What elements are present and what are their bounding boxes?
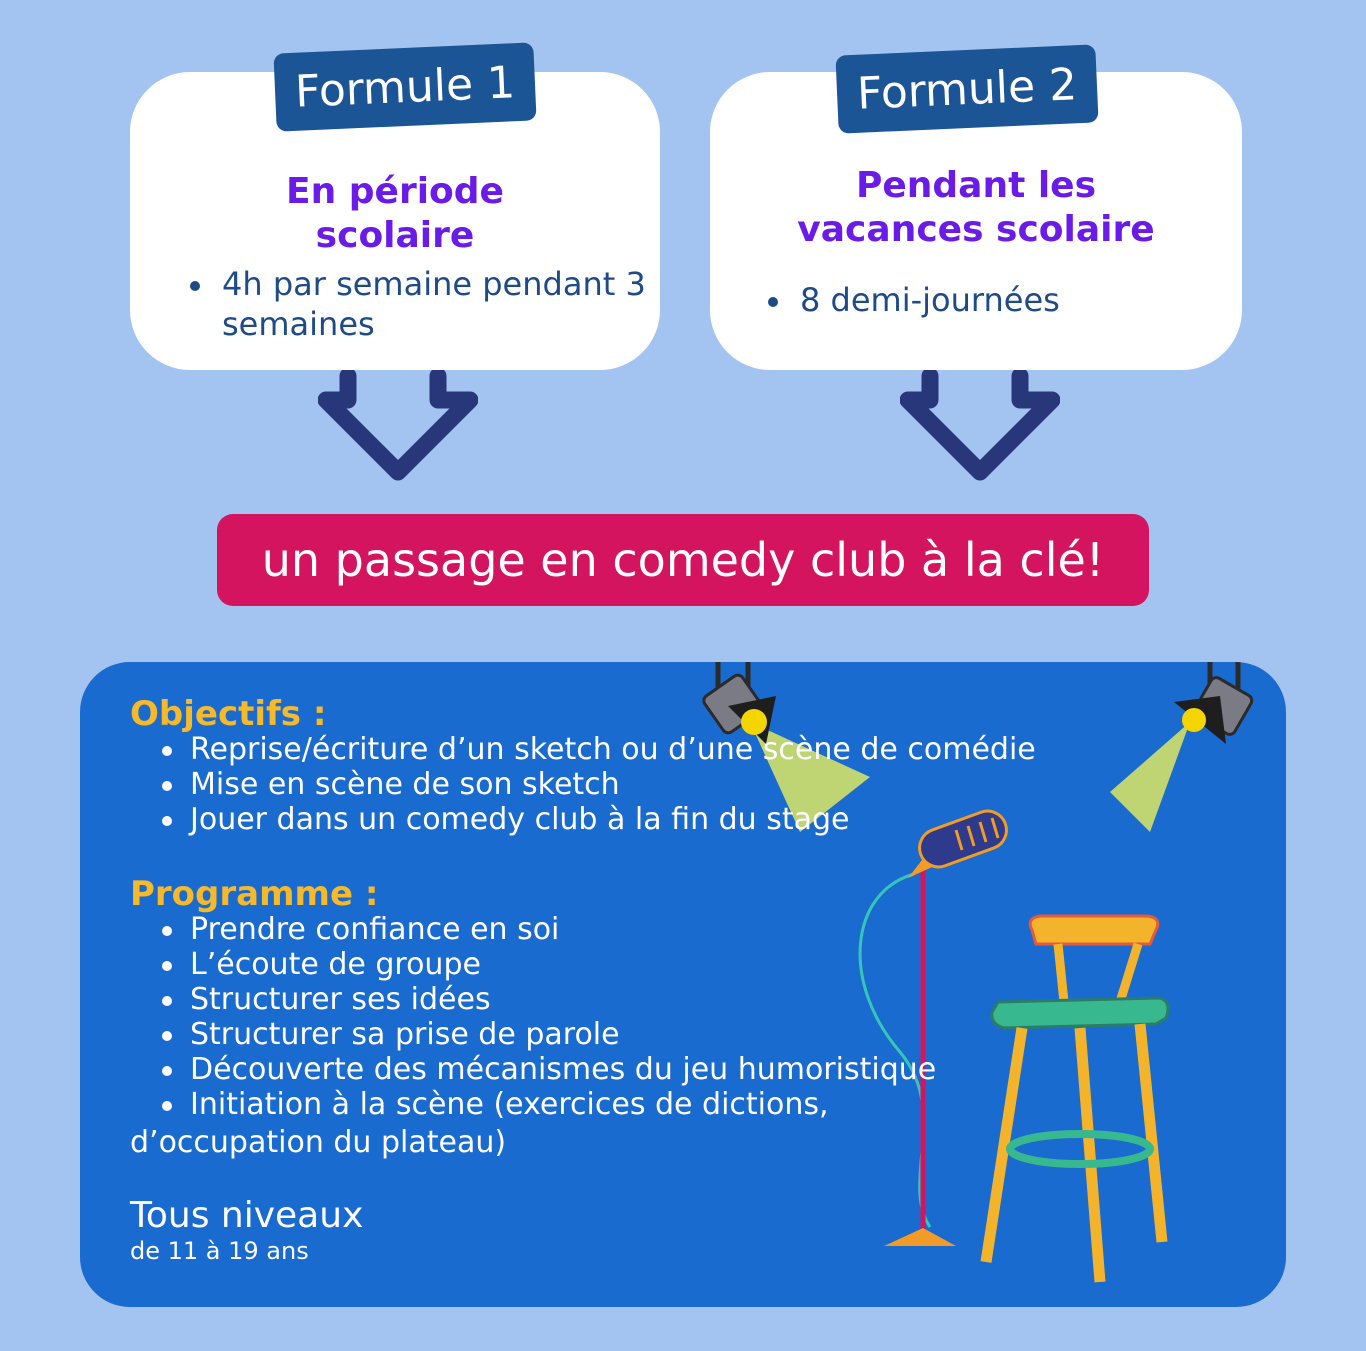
- list-item: Mise en scène de son sketch: [160, 767, 1036, 802]
- programme-title: Programme :: [130, 874, 379, 914]
- details-panel: Objectifs : Reprise/écriture d’un sketch…: [80, 662, 1286, 1307]
- formule-2-badge: Formule 2: [835, 44, 1099, 134]
- formule-1-title-line-2: scolaire: [315, 215, 475, 256]
- stage-illustration: [702, 662, 1254, 1283]
- formule-2-title: Pendant les vacances scolaire: [710, 164, 1242, 252]
- list-item: L’écoute de groupe: [160, 947, 936, 982]
- objectifs-title: Objectifs :: [130, 694, 327, 734]
- down-arrow-icon: [900, 370, 1060, 481]
- spotlight-icon: [1110, 662, 1254, 832]
- formule-2-title-line-2: vacances scolaire: [797, 209, 1155, 250]
- list-item: Structurer ses idées: [160, 982, 936, 1017]
- ages-text: de 11 à 19 ans: [130, 1237, 309, 1265]
- formule-2-title-line-1: Pendant les: [855, 165, 1097, 206]
- formule-1-badge: Formule 1: [273, 42, 537, 132]
- formule-2-list: 8 demi-journées: [766, 280, 1226, 320]
- comedy-club-banner: un passage en comedy club à la clé!: [217, 514, 1149, 606]
- list-item: Découverte des mécanismes du jeu humoris…: [160, 1052, 936, 1087]
- list-item: Prendre confiance en soi: [160, 912, 936, 947]
- formule-2-item: 8 demi-journées: [766, 280, 1226, 320]
- formule-1-list: 4h par semaine pendant 3 semaines: [188, 264, 648, 344]
- microphone-icon: [858, 809, 1008, 1246]
- list-item: Structurer sa prise de parole: [160, 1017, 936, 1052]
- programme-list: Prendre confiance en soi L’écoute de gro…: [160, 912, 936, 1122]
- list-item: Initiation à la scène (exercices de dict…: [160, 1087, 936, 1122]
- formule-1-item: 4h par semaine pendant 3 semaines: [188, 264, 648, 344]
- programme-item-continuation: d’occupation du plateau): [130, 1125, 507, 1160]
- formule-1-title-line-1: En période: [286, 171, 504, 212]
- spotlight-icon: [702, 662, 870, 832]
- objectifs-list: Reprise/écriture d’un sketch ou d’une sc…: [160, 732, 1036, 837]
- list-item: Reprise/écriture d’un sketch ou d’une sc…: [160, 732, 1036, 767]
- list-item: Jouer dans un comedy club à la fin du st…: [160, 802, 1036, 837]
- down-arrow-icon: [318, 370, 478, 481]
- bar-stool-icon: [980, 914, 1170, 1283]
- levels-text: Tous niveaux: [130, 1195, 364, 1236]
- formule-1-title: En période scolaire: [130, 170, 660, 258]
